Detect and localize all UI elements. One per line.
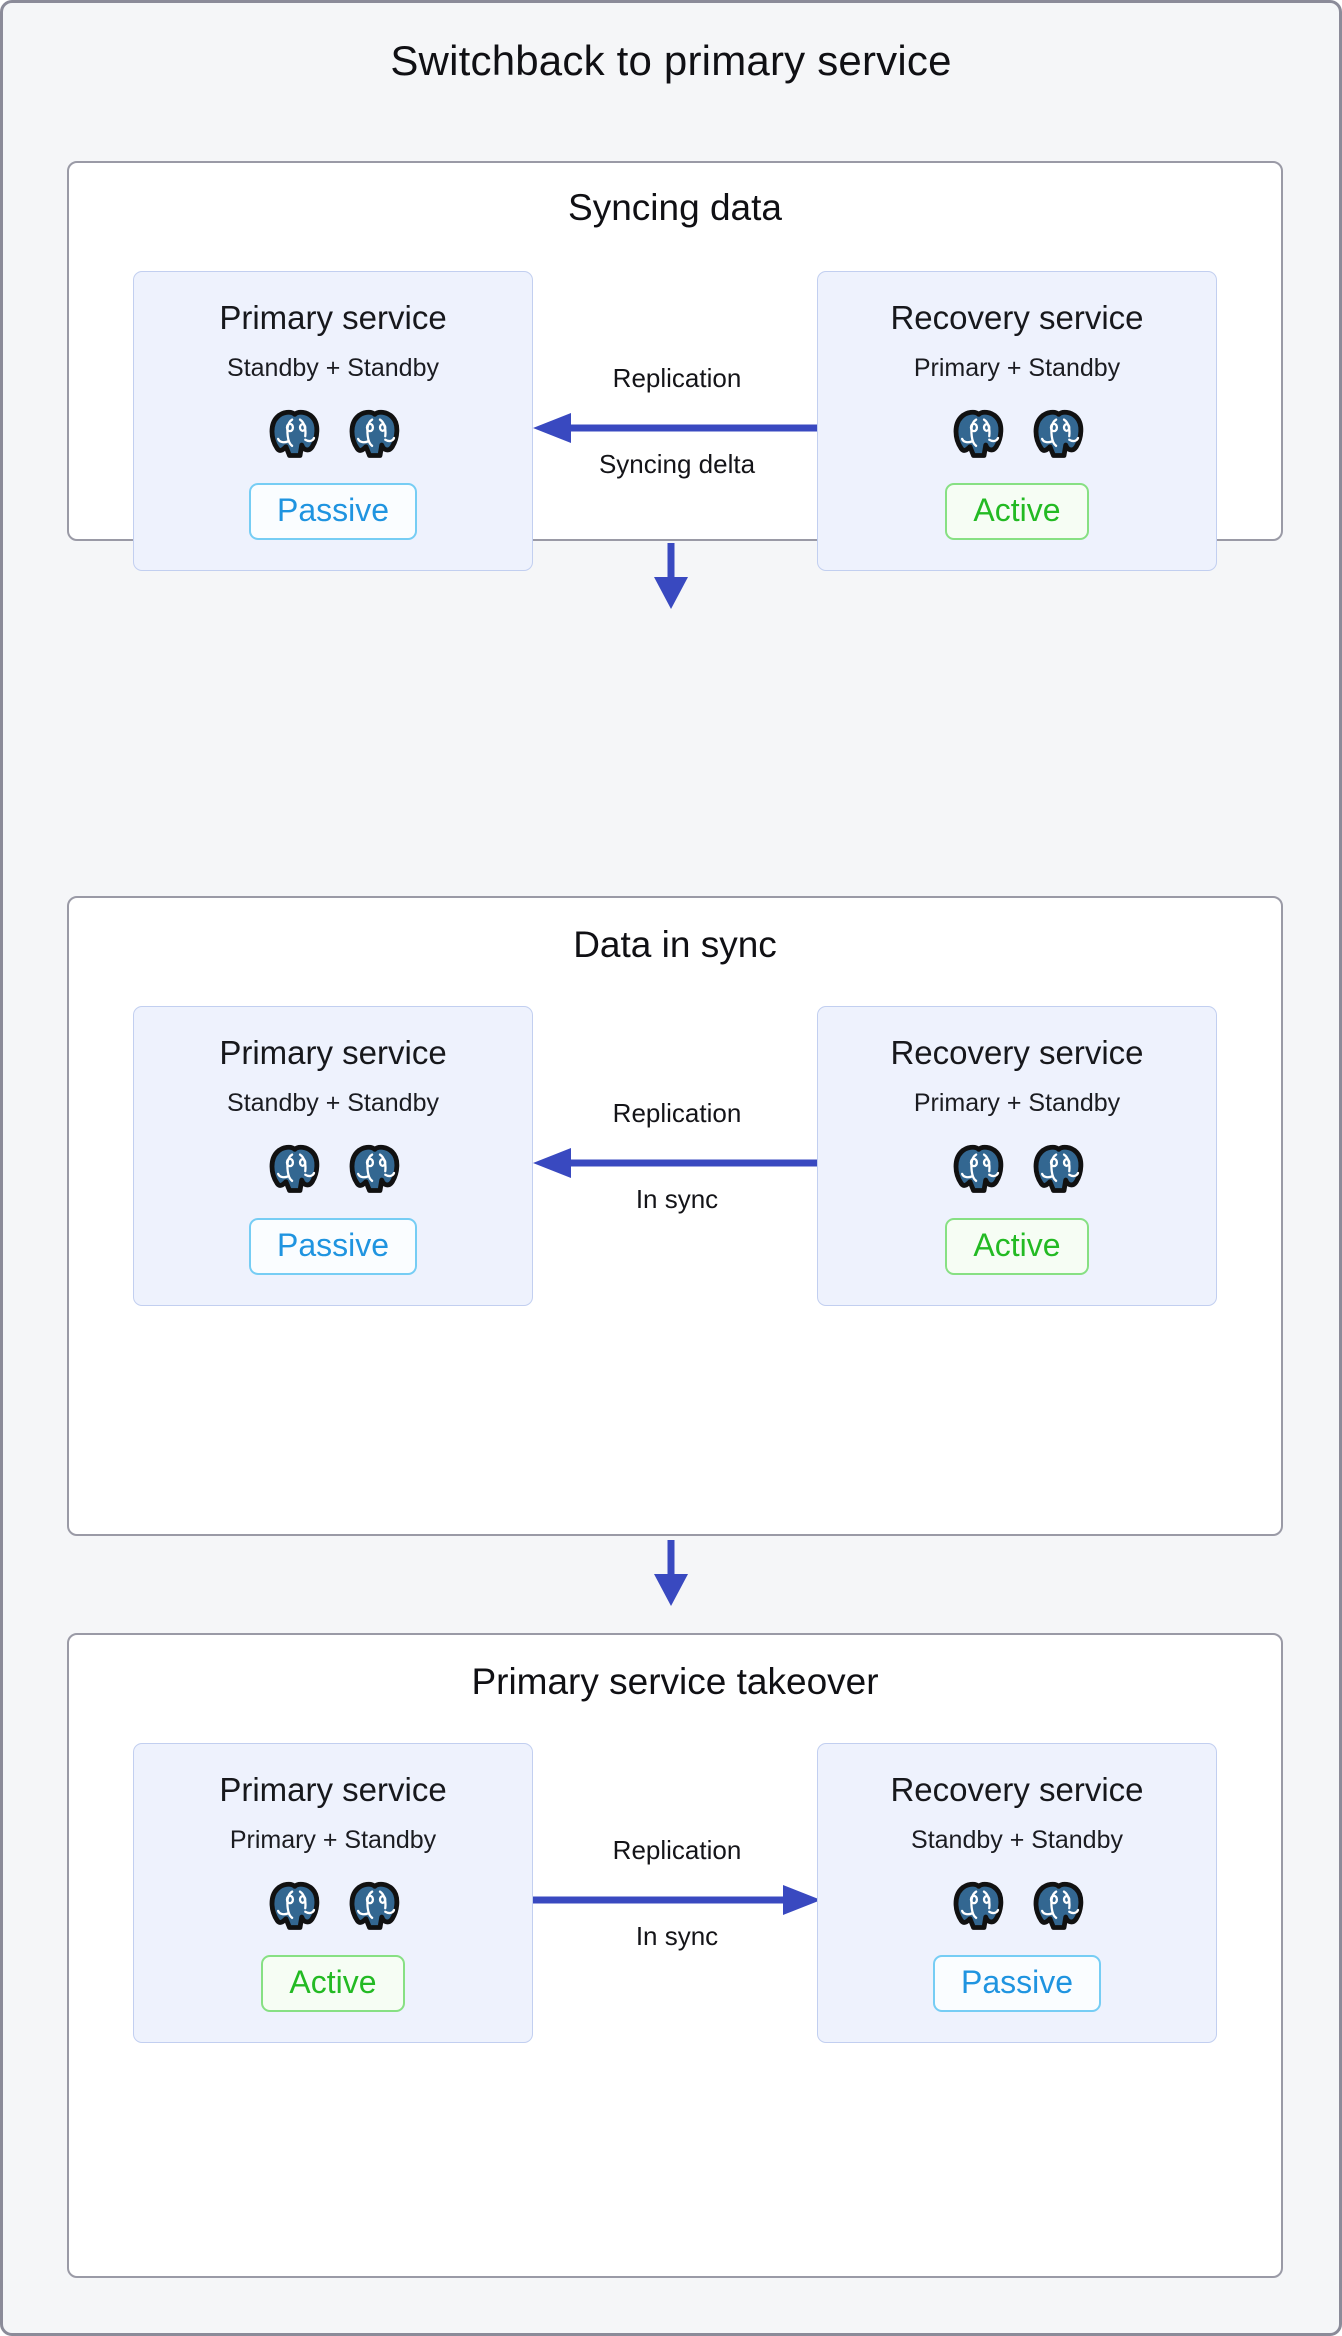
service-role: Primary + Standby <box>229 1826 437 1854</box>
stage-panel-data-in-sync: Data in sync Primary service Standby + S… <box>67 896 1283 1536</box>
down-arrow-icon <box>654 543 688 609</box>
postgres-elephant-icon <box>1033 409 1084 458</box>
status-badge: Passive <box>248 483 418 540</box>
status-badge: Active <box>261 1955 405 2012</box>
replication-arrow-left-icon <box>533 413 821 443</box>
node-row <box>265 403 401 459</box>
service-name: Recovery service <box>890 1771 1144 1808</box>
step-connector <box>3 543 1339 609</box>
replication-label-bottom: In sync <box>635 1921 719 1951</box>
replication-label-top: Replication <box>612 1098 742 1128</box>
stage-panel-primary-service-takeover: Primary service takeover Primary service… <box>67 1633 1283 2278</box>
service-card-primary: Primary service Standby + Standby <box>133 271 533 571</box>
replication-connector: Replication Syncing delta <box>533 271 821 571</box>
replication-connector: Replication In sync <box>533 1006 821 1306</box>
service-card-recovery: Recovery service Primary + Standby <box>817 271 1217 571</box>
node-row <box>949 403 1085 459</box>
postgres-elephant-icon <box>349 1881 400 1930</box>
service-role: Primary + Standby <box>913 1089 1121 1117</box>
postgres-elephant-icon <box>349 1144 400 1193</box>
replication-label-bottom: In sync <box>635 1184 719 1214</box>
stage-title: Primary service takeover <box>471 1661 879 1702</box>
status-badge: Passive <box>248 1218 418 1275</box>
down-arrow-icon <box>654 1540 688 1606</box>
postgres-elephant-icon <box>953 409 1004 458</box>
service-card-primary: Primary service Primary + Standby <box>133 1743 533 2043</box>
service-name: Recovery service <box>890 299 1144 336</box>
replication-arrow-right-icon <box>533 1885 821 1915</box>
status-badge: Passive <box>932 1955 1102 2012</box>
service-name: Recovery service <box>890 1034 1144 1071</box>
node-row <box>949 1875 1085 1931</box>
service-card-primary: Primary service Standby + Standby <box>133 1006 533 1306</box>
postgres-elephant-icon <box>269 409 320 458</box>
replication-arrow-left-icon <box>533 1148 821 1178</box>
postgres-elephant-icon <box>269 1881 320 1930</box>
status-badge: Active <box>945 483 1089 540</box>
postgres-elephant-icon <box>269 1144 320 1193</box>
node-row <box>265 1875 401 1931</box>
postgres-elephant-icon <box>953 1144 1004 1193</box>
service-card-recovery: Recovery service Primary + Standby <box>817 1006 1217 1306</box>
postgres-elephant-icon <box>1033 1144 1084 1193</box>
service-role: Standby + Standby <box>227 1089 439 1117</box>
postgres-elephant-icon <box>953 1881 1004 1930</box>
postgres-elephant-icon <box>349 409 400 458</box>
service-card-recovery: Recovery service Standby + Standby <box>817 1743 1217 2043</box>
replication-label-bottom: Syncing delta <box>598 449 756 479</box>
service-name: Primary service <box>219 299 447 336</box>
node-row <box>949 1138 1085 1194</box>
step-connector <box>3 1540 1339 1606</box>
replication-label-top: Replication <box>612 363 742 393</box>
service-role: Standby + Standby <box>911 1826 1123 1854</box>
node-row <box>265 1138 401 1194</box>
stage-title: Data in sync <box>573 924 777 965</box>
status-badge: Active <box>945 1218 1089 1275</box>
service-name: Primary service <box>219 1034 447 1071</box>
page-title: Switchback to primary service <box>390 37 952 84</box>
service-name: Primary service <box>219 1771 447 1808</box>
stage-title: Syncing data <box>568 187 782 228</box>
postgres-elephant-icon <box>1033 1881 1084 1930</box>
stage-panel-syncing-data: Syncing data Primary service Standby + S… <box>67 161 1283 571</box>
service-role: Standby + Standby <box>227 354 439 382</box>
service-role: Primary + Standby <box>913 354 1121 382</box>
replication-label-top: Replication <box>612 1835 742 1865</box>
replication-connector: Replication In sync <box>533 1743 821 2043</box>
